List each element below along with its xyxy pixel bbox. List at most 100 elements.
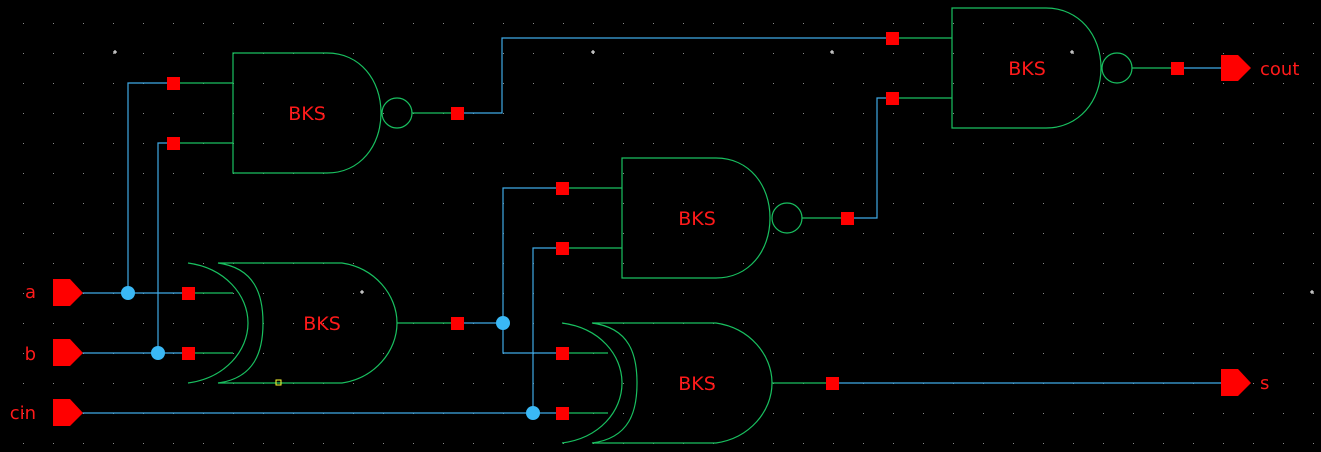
nand-gate-3[interactable]: BKS	[892, 7, 1177, 129]
xor-gate-1[interactable]: BKS	[187, 262, 457, 386]
grid-dot	[113, 143, 114, 144]
grid-dot	[773, 23, 774, 24]
input-port-a[interactable]: a	[25, 279, 83, 306]
port-label-cin: cin	[10, 403, 36, 424]
wire-a-up	[127, 82, 173, 293]
grid-dot	[293, 143, 294, 144]
grid-dot	[833, 173, 834, 174]
grid-dot	[683, 413, 684, 414]
grid-dot	[323, 443, 324, 444]
grid-dot	[563, 443, 564, 444]
input-port-cin[interactable]: cin	[10, 399, 83, 426]
grid-dot	[953, 143, 954, 144]
grid-dot	[923, 323, 924, 324]
grid-dot	[1043, 83, 1044, 84]
junction-dot	[526, 406, 540, 420]
grid-dot	[443, 173, 444, 174]
grid-dot	[743, 233, 744, 234]
grid-dot	[743, 353, 744, 354]
junction-dot	[151, 346, 165, 360]
grid-dot	[473, 53, 474, 54]
grid-dot	[353, 383, 354, 384]
grid-dot	[1163, 113, 1164, 114]
grid-dot	[1283, 383, 1284, 384]
grid-dot	[203, 23, 204, 24]
grid-dot	[503, 173, 504, 174]
pin	[451, 317, 464, 330]
grid-dot	[83, 203, 84, 204]
grid-dot	[1193, 293, 1194, 294]
grid-dot	[1043, 203, 1044, 204]
grid-dot	[1313, 293, 1314, 294]
grid-dot	[953, 413, 954, 414]
grid-dot	[443, 203, 444, 204]
grid-dot	[203, 263, 204, 264]
grid-dot	[173, 203, 174, 204]
grid-dot	[143, 263, 144, 264]
grid-dot	[1223, 113, 1224, 114]
grid-dot	[893, 203, 894, 204]
grid-dot	[1043, 323, 1044, 324]
grid-dot	[263, 23, 264, 24]
grid-dot	[1283, 143, 1284, 144]
grid-dot	[833, 143, 834, 144]
grid-dot	[923, 263, 924, 264]
nand-gate-1[interactable]: BKS	[173, 52, 457, 174]
grid-dot	[113, 23, 114, 24]
grid-dot	[83, 53, 84, 54]
grid-dot	[83, 233, 84, 234]
grid-dot	[593, 233, 594, 234]
grid-dot	[983, 413, 984, 414]
grid-dot	[113, 83, 114, 84]
grid-dot	[1133, 143, 1134, 144]
grid-dot	[353, 113, 354, 114]
grid-dot	[893, 233, 894, 234]
grid-dot	[1313, 383, 1314, 384]
pin	[167, 137, 180, 150]
grid-dot	[203, 53, 204, 54]
grid-dot	[383, 353, 384, 354]
grid-dot	[1193, 323, 1194, 324]
grid-dot	[1043, 173, 1044, 174]
grid-dot	[233, 323, 234, 324]
xor-gate-2[interactable]: BKS	[561, 322, 832, 444]
grid-dot	[953, 233, 954, 234]
grid-dot	[833, 53, 834, 54]
grid-dot	[1133, 113, 1134, 114]
input-port-b[interactable]: b	[25, 339, 83, 366]
grid-dot	[1133, 413, 1134, 414]
grid-dot	[863, 353, 864, 354]
grid-dot	[443, 23, 444, 24]
pin	[886, 92, 899, 105]
grid-dot	[203, 323, 204, 324]
grid-dot	[833, 413, 834, 414]
grid-dot	[113, 173, 114, 174]
grid-dot	[1073, 263, 1074, 264]
output-port-s[interactable]: s	[1221, 369, 1269, 396]
grid-dot	[353, 443, 354, 444]
grid-dot	[803, 323, 804, 324]
grid-dot	[833, 353, 834, 354]
grid-dot	[953, 203, 954, 204]
nand-gate-2[interactable]: BKS	[562, 157, 847, 279]
grid-dot	[623, 293, 624, 294]
grid-dot	[713, 383, 714, 384]
grid-dot	[1283, 113, 1284, 114]
grid-dot	[653, 113, 654, 114]
grid-dot	[143, 323, 144, 324]
grid-dot	[53, 443, 54, 444]
grid-dot	[863, 203, 864, 204]
grid-dot	[623, 383, 624, 384]
grid-dot	[1283, 233, 1284, 234]
grid-dot	[1163, 23, 1164, 24]
grid-dot	[173, 53, 174, 54]
grid-dot	[563, 203, 564, 204]
grid-dot	[1013, 233, 1014, 234]
grid-dot	[653, 203, 654, 204]
output-port-cout[interactable]: cout	[1221, 55, 1299, 81]
grid-dot	[593, 263, 594, 264]
pin	[886, 32, 899, 45]
grid-dot	[23, 23, 24, 24]
grid-dot	[533, 83, 534, 84]
